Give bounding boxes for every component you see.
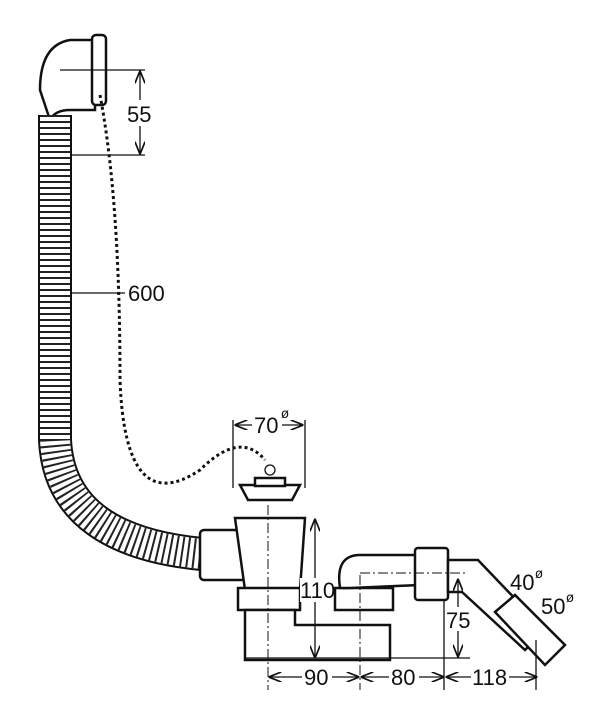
dim-overflow-height: 55 — [127, 102, 151, 127]
dim-waste-height: 110 — [300, 578, 335, 603]
dim-spacing-90: 90 — [304, 665, 328, 690]
dim-hose-length: 600 — [128, 281, 165, 306]
plug — [232, 420, 306, 502]
dim-outlet-diameter-40: 40 — [510, 570, 534, 595]
dim-outlet-diameter-50: 50 — [541, 594, 565, 619]
overflow-head — [38, 33, 145, 156]
plug-chain — [98, 94, 267, 485]
waste-body — [198, 505, 567, 690]
diameter-symbol: ø — [535, 567, 543, 582]
diameter-symbol: ø — [566, 591, 574, 606]
dim-spacing-118: 118 — [472, 665, 507, 690]
flexible-hose — [38, 115, 217, 572]
dim-plug-diameter: 70 — [254, 413, 278, 438]
dim-spacing-80: 80 — [391, 665, 415, 690]
dim-outlet-height: 75 — [446, 608, 470, 633]
diameter-symbol: ø — [281, 407, 289, 422]
